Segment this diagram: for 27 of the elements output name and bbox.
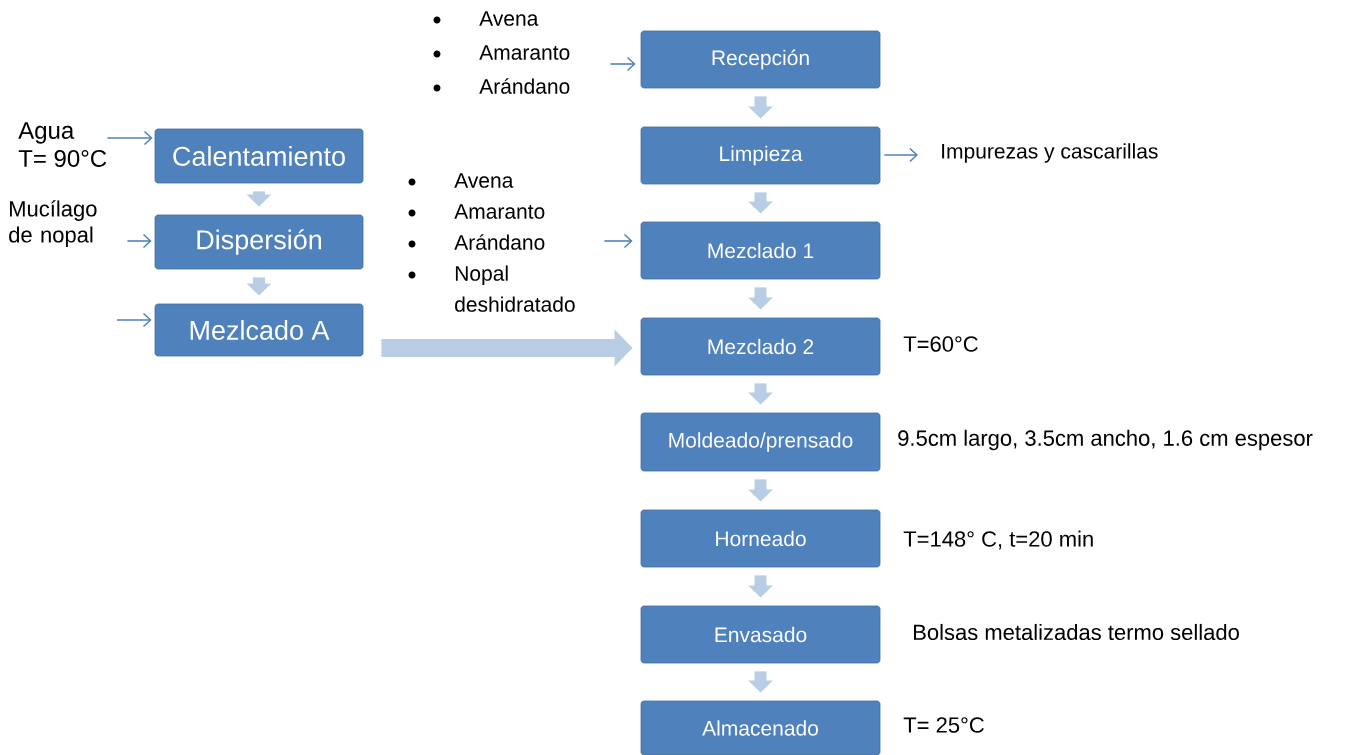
process-note: Bolsas metalizadas termo sellado: [914, 623, 1239, 641]
arrow: [126, 233, 152, 249]
arrow: [603, 233, 633, 249]
ingredient-list: Avena Amaranto Arándano Nopal deshidratado: [454, 173, 575, 312]
output-label: Impurezas y cascarillas: [942, 143, 1158, 163]
ingredient-list: Avena Amaranto Arándano: [479, 11, 570, 94]
process-note: T= 25°C: [903, 717, 984, 733]
process-box: Horneado: [640, 509, 881, 568]
process-box: Moldeado/prensado: [640, 412, 881, 472]
process-box: Mezclado 1: [640, 221, 881, 280]
arrow: [883, 147, 918, 163]
process-box: Envasado: [640, 605, 881, 664]
input-label: Mucílago de nopal: [9, 200, 97, 247]
process-box: Limpieza: [640, 126, 881, 185]
process-box: Calentamiento: [154, 128, 364, 184]
process-box: Almacenado: [640, 700, 881, 755]
arrow: [609, 56, 636, 72]
input-label: Agua T= 90°C: [18, 122, 107, 167]
process-box: Mezlcado A: [154, 303, 364, 357]
arrow: [106, 130, 153, 146]
process-box: Dispersión: [154, 214, 364, 270]
arrow: [116, 312, 152, 328]
process-note: 9.5cm largo, 3.5cm ancho, 1.6 cm espesor: [898, 429, 1313, 451]
process-note: T=60°C: [903, 336, 978, 352]
process-box: Recepción: [640, 30, 881, 89]
process-box: Mezclado 2: [640, 317, 881, 376]
process-note: T=148° C, t=20 min: [903, 530, 1093, 550]
